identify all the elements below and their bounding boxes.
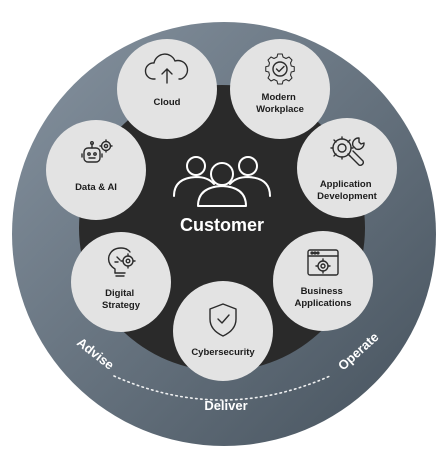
- node-label-line-2: Workplace: [256, 104, 304, 115]
- node-data-ai[interactable]: Data & AI: [46, 120, 146, 220]
- node-label-line-1: Application: [320, 179, 372, 190]
- node-digital-strategy[interactable]: Digital Strategy: [71, 232, 171, 332]
- node-label-line-2: Development: [317, 191, 377, 202]
- cloud-upload-icon: [144, 53, 189, 84]
- robot-gear-icon: [81, 139, 113, 163]
- node-label: Cloud: [154, 97, 181, 108]
- node-label-line-2: Applications: [294, 298, 351, 309]
- node-cybersecurity[interactable]: Cybersecurity: [173, 281, 273, 381]
- browser-gear-icon: [307, 249, 339, 276]
- node-label-line-2: Strategy: [102, 300, 141, 311]
- svg-text:Data & AI: Data & AI: [75, 182, 117, 193]
- svg-text:Cybersecurity: Cybersecurity: [191, 347, 255, 358]
- svg-text:Cloud: Cloud: [154, 97, 181, 108]
- node-business-applications[interactable]: Business Applications: [273, 231, 373, 331]
- node-modern-workplace[interactable]: Modern Workplace: [230, 39, 330, 139]
- ring-label-deliver: Deliver: [204, 398, 247, 413]
- people-group-icon: [173, 156, 271, 207]
- center-label: Customer: [180, 215, 264, 235]
- center-hub: Customer: [173, 156, 271, 235]
- node-cloud[interactable]: Cloud: [117, 39, 217, 139]
- svg-text:Digital Strategy: Digital Strategy: [102, 288, 141, 311]
- svg-text:Business Applications: Business Applications: [294, 286, 351, 309]
- delivery-dotted-path: [113, 375, 331, 401]
- node-label-line-1: Business: [301, 286, 343, 297]
- node-application-development[interactable]: Application Development: [297, 118, 397, 218]
- lightbulb-gear-icon: [107, 247, 136, 277]
- gear-check-icon: [265, 53, 295, 85]
- node-label-line-1: Modern: [262, 92, 297, 103]
- svg-text:Application Development: Application Development: [317, 179, 377, 202]
- node-label: Cybersecurity: [191, 347, 255, 358]
- shield-check-icon: [209, 303, 237, 337]
- node-label: Data & AI: [75, 182, 117, 193]
- node-label-line-1: Digital: [105, 288, 134, 299]
- wrench-gear-icon: [330, 136, 365, 166]
- svg-text:Modern Workplace: Modern Workplace: [256, 92, 304, 115]
